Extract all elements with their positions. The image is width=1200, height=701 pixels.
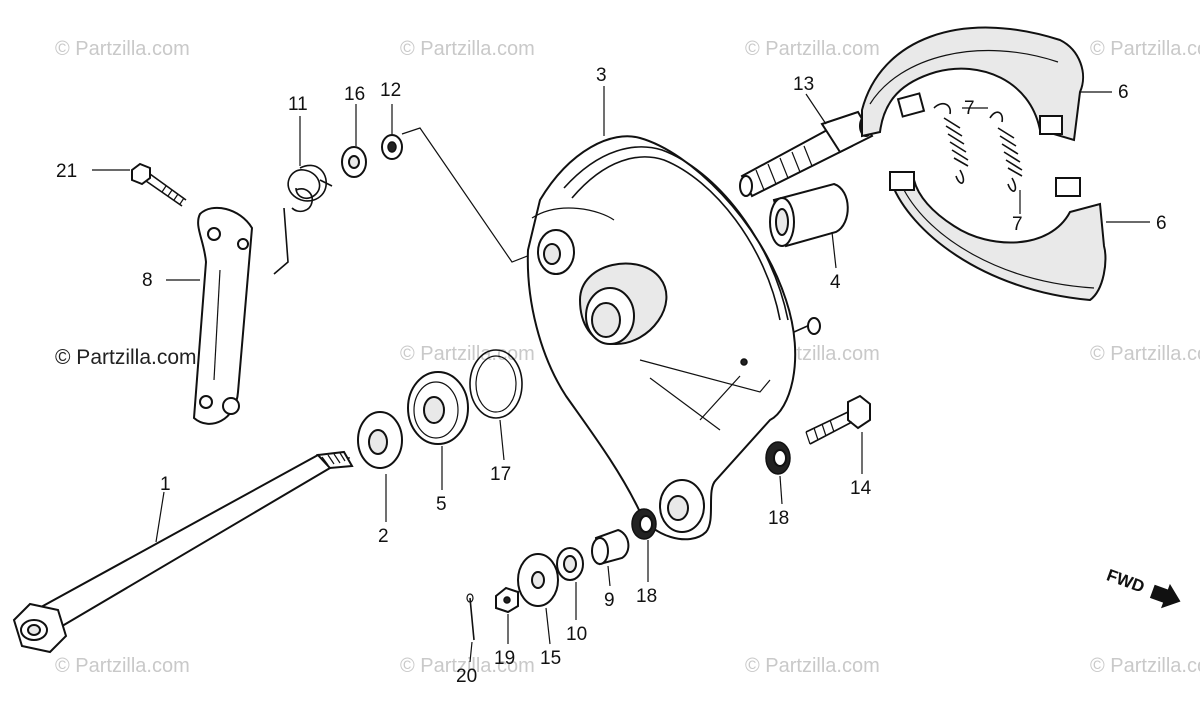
callout-9: 9 xyxy=(604,590,615,611)
part-nut-12 xyxy=(381,134,403,160)
callout-1: 1 xyxy=(160,474,171,495)
fwd-indicator: FWD xyxy=(1104,565,1181,609)
callout-16: 16 xyxy=(344,84,365,105)
part-shoe-spring-left xyxy=(933,102,969,184)
part-axle xyxy=(12,450,354,654)
callout-6-lower: 6 xyxy=(1156,213,1167,234)
part-nut-18-upper xyxy=(765,441,791,475)
part-washer-2 xyxy=(357,411,403,469)
callout-8: 8 xyxy=(142,270,153,291)
part-brake-shoe-lower xyxy=(889,171,1107,302)
part-shoe-spring-right xyxy=(989,111,1023,192)
watermark: © Partzilla.com xyxy=(745,655,880,677)
fwd-label: FWD xyxy=(1104,565,1147,596)
watermark: © Partzilla.com xyxy=(400,343,535,365)
watermark: © Partzilla.com xyxy=(55,38,190,60)
callout-2: 2 xyxy=(378,526,389,547)
part-washer-10 xyxy=(556,547,584,581)
part-seal-17 xyxy=(469,349,523,419)
callout-6-upper: 6 xyxy=(1118,82,1129,103)
callout-21: 21 xyxy=(56,161,77,182)
callout-20: 20 xyxy=(456,666,477,687)
watermark-prominent: © Partzilla.com xyxy=(55,346,197,369)
part-brake-cam xyxy=(739,110,874,198)
part-brake-panel xyxy=(526,135,821,541)
watermark: © Partzilla.com xyxy=(1090,343,1200,365)
part-cotter-pin-20 xyxy=(466,593,475,641)
part-bushing xyxy=(769,182,849,248)
callout-3: 3 xyxy=(596,65,607,86)
watermark: © Partzilla.com xyxy=(1090,38,1200,60)
leader-lines xyxy=(92,86,1150,663)
callout-19: 19 xyxy=(494,648,515,669)
part-washer-16 xyxy=(341,146,367,178)
part-collar-9 xyxy=(591,528,630,566)
callout-4: 4 xyxy=(830,272,841,293)
watermark: © Partzilla.com xyxy=(55,655,190,677)
part-brake-arm xyxy=(192,206,254,425)
callout-13: 13 xyxy=(793,74,814,95)
watermark: © Partzilla.com xyxy=(400,38,535,60)
part-spacer-5 xyxy=(407,371,469,445)
callout-15: 15 xyxy=(540,648,561,669)
callout-labels: 21 8 11 16 12 3 13 4 6 6 7 7 1 2 5 17 14… xyxy=(56,65,1167,687)
callout-7-upper: 7 xyxy=(964,98,975,119)
callout-18-lower: 18 xyxy=(636,586,657,607)
part-torsion-spring xyxy=(273,164,333,275)
callout-14: 14 xyxy=(850,478,872,499)
part-bolt-21 xyxy=(131,162,187,207)
fwd-arrow-icon xyxy=(1149,583,1181,609)
callout-7-lower: 7 xyxy=(1012,214,1023,235)
watermark: © Partzilla.com xyxy=(400,655,535,677)
watermark: © Partzilla.com xyxy=(745,38,880,60)
watermark: © Partzilla.com xyxy=(1090,655,1200,677)
part-bolt-14 xyxy=(805,394,871,445)
part-washer-15 xyxy=(517,553,559,607)
callout-17: 17 xyxy=(490,464,511,485)
watermark-layer: © Partzilla.com © Partzilla.com © Partzi… xyxy=(55,38,1200,677)
assembly-guide-line xyxy=(401,127,549,263)
callout-5: 5 xyxy=(436,494,447,515)
part-brake-shoe-upper xyxy=(861,26,1085,142)
callout-18-upper: 18 xyxy=(768,508,789,529)
callout-11: 11 xyxy=(288,94,308,115)
part-nut-18-lower xyxy=(631,508,657,540)
callout-12: 12 xyxy=(380,80,401,101)
part-nut-19 xyxy=(495,586,519,614)
callout-10: 10 xyxy=(566,624,587,645)
